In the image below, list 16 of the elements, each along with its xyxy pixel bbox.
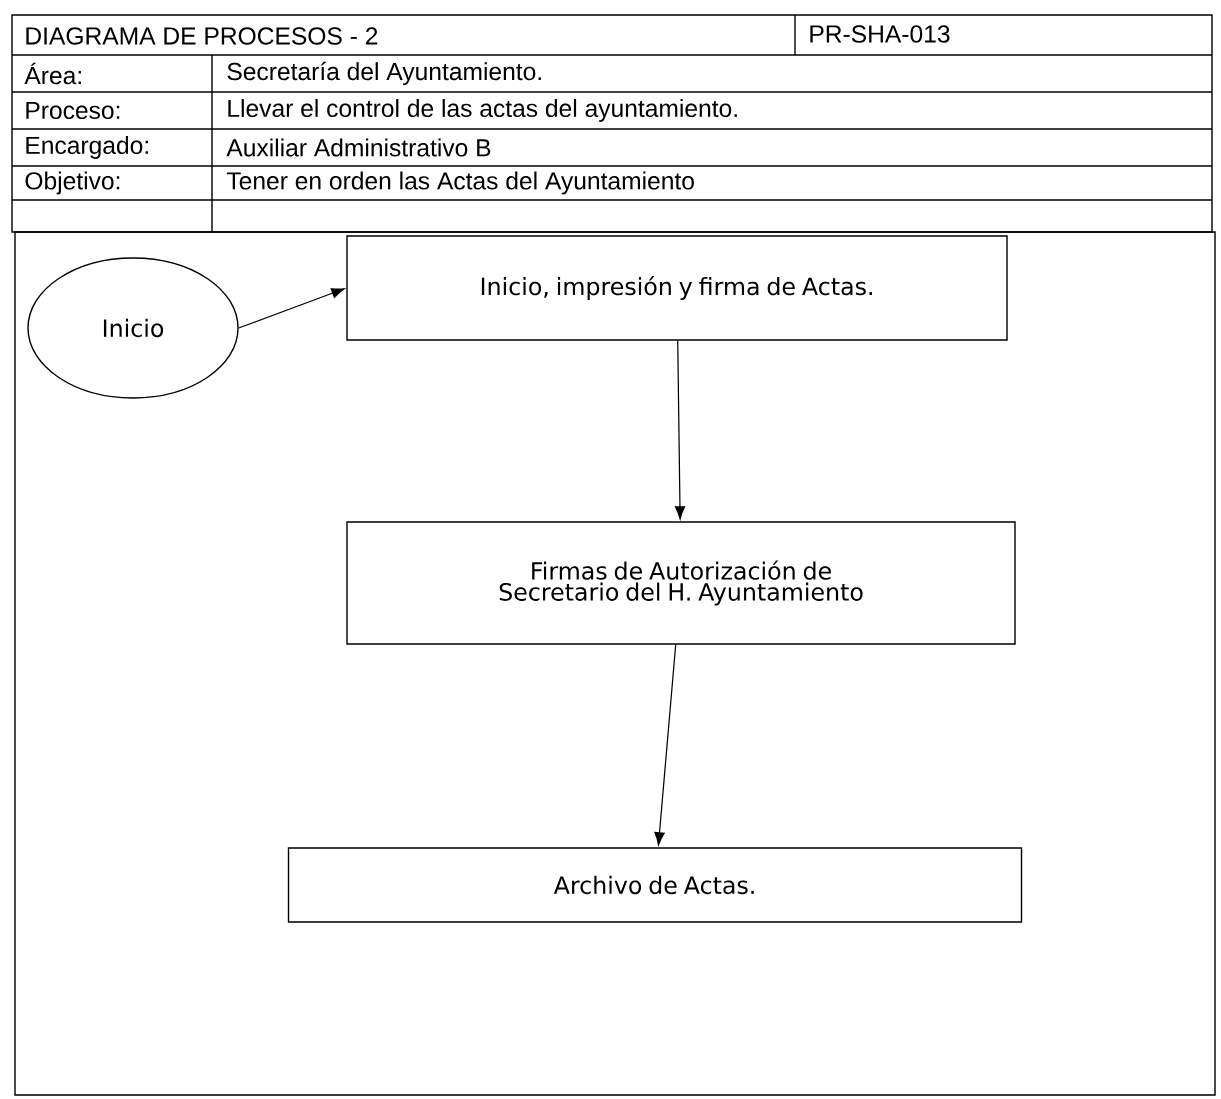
field-value: Tener en orden las Actas del Ayuntamiento	[226, 171, 694, 195]
field-value: Llevar el control de las actas del ayuntamiento.	[228, 99, 737, 122]
arrow	[654, 644, 677, 846]
process-box: Inicio, impresión y firma de Actas.	[346, 235, 1008, 341]
arrow	[674, 340, 686, 520]
field-value: Secretaría del Ayuntamiento.	[227, 61, 541, 86]
table-title: DIAGRAMA DE PROCESOS - 2	[26, 27, 378, 45]
process-box: Firmas de Autorización de Secretario del H. Ayuntamiento	[346, 521, 1016, 645]
field-label: Área:	[24, 62, 81, 85]
process-box: Archivo de Actas.	[287, 847, 1023, 923]
field-label: Proceso:	[26, 101, 120, 120]
field-label: Encargado:	[26, 136, 148, 159]
field-label: Objetivo:	[25, 171, 120, 195]
document-code: PR-SHA-013	[810, 25, 950, 43]
field-value: Auxiliar Administrativo B	[226, 138, 491, 157]
arrow	[238, 288, 345, 329]
